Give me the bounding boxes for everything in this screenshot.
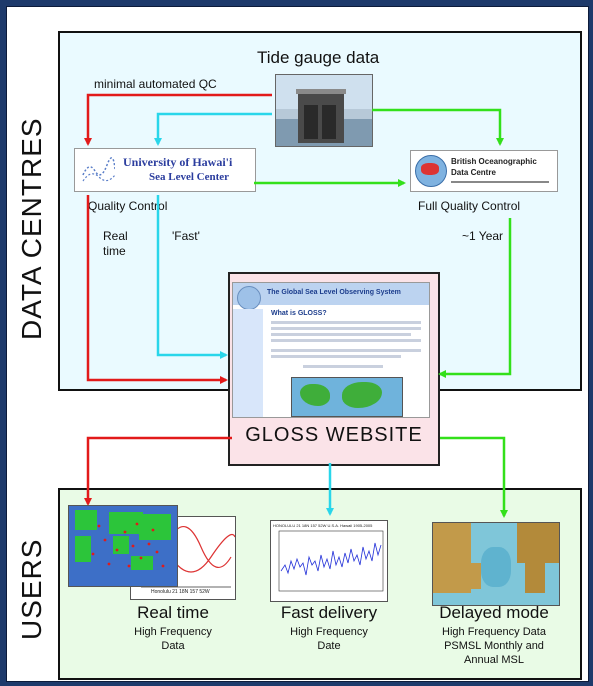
uh-logo-line2: Sea Level Center — [149, 171, 230, 183]
web-banner: The Global Sea Level Observing System — [267, 289, 401, 296]
delayed-mode-map-thumb — [432, 522, 560, 606]
arrow-green-to-bodc — [372, 108, 504, 146]
fast-delivery-plot-title: HONOLULU 21 18N 157 52W U.S.A. Hawaii 19… — [273, 523, 373, 528]
real-time-plot-caption: Honolulu 21 18N 157 52W — [151, 589, 210, 595]
output-1-line2: Data — [161, 640, 185, 652]
bodc-logo-line1: British Oceanographic — [451, 157, 537, 166]
full-quality-control-label: Full Quality Control — [418, 199, 521, 213]
output-2-line1: High Frequency — [290, 626, 368, 638]
real-time-label: Real — [103, 229, 128, 243]
arrow-red-to-users — [84, 436, 232, 506]
gloss-website-title: GLOSS WEBSITE — [245, 424, 423, 446]
one-year-label: ~1 Year — [462, 229, 504, 243]
tide-gauge-photo — [275, 74, 373, 147]
output-3-title: Delayed mode — [439, 603, 549, 622]
output-1-line1: High Frequency — [134, 626, 212, 638]
quality-control-label: Quality Control — [88, 199, 168, 213]
fast-label: 'Fast' — [172, 229, 200, 243]
uh-wave-icon — [81, 155, 115, 185]
real-time-map-thumb — [68, 505, 178, 587]
arrow-cyan-to-uh — [154, 112, 272, 146]
output-2-title: Fast delivery — [280, 603, 378, 622]
web-globe-icon — [237, 286, 261, 310]
arrow-green-to-gloss — [438, 218, 512, 378]
tide-gauge-label: Tide gauge data — [257, 48, 380, 67]
web-heading: What is GLOSS? — [271, 310, 327, 317]
bodc-logo: British Oceanographic Data Centre — [410, 150, 558, 192]
fast-delivery-plot-thumb: HONOLULU 21 18N 157 52W U.S.A. Hawaii 19… — [270, 520, 388, 602]
arrow-red-to-gloss — [86, 195, 228, 384]
output-3-line2: PSMSL Monthly and — [444, 640, 544, 652]
arrow-red-to-uh — [84, 93, 272, 146]
arrow-green-to-users — [440, 436, 508, 518]
real-time-label-2: time — [103, 244, 126, 258]
output-2-line2: Date — [317, 640, 341, 652]
output-3-line1: High Frequency Data — [442, 626, 546, 638]
web-world-map — [291, 377, 403, 417]
output-1-title: Real time — [137, 603, 209, 622]
uh-logo-line1: University of Hawai'i — [123, 155, 233, 169]
output-3-line3: Annual MSL — [464, 654, 524, 666]
gloss-website-screenshot: The Global Sea Level Observing System Wh… — [232, 282, 430, 418]
uh-sea-level-center-logo: University of Hawai'i Sea Level Center — [74, 148, 256, 192]
bodc-logo-line2: Data Centre — [451, 168, 496, 177]
arrow-cyan-to-gloss — [156, 195, 228, 359]
bodc-globe-icon — [415, 155, 447, 187]
minimal-qc-label: minimal automated QC — [94, 77, 217, 91]
